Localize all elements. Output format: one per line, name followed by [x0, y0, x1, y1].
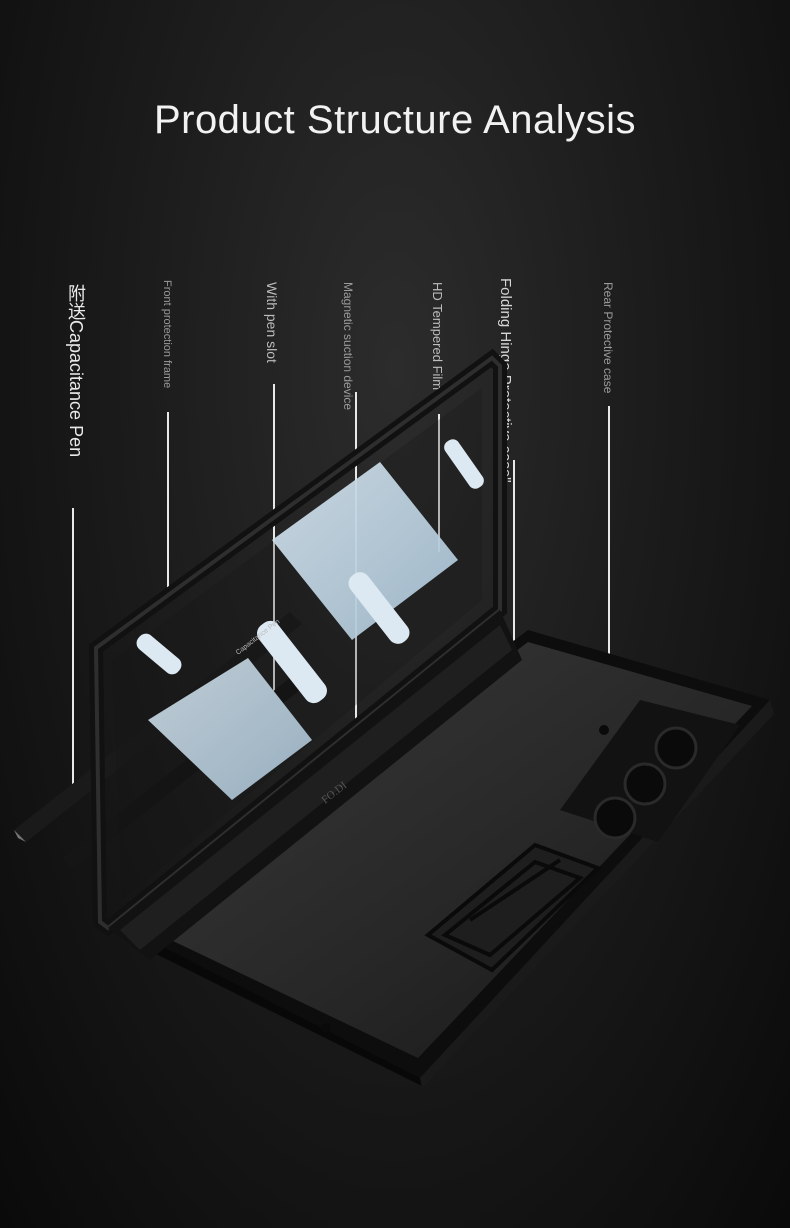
label-hd-tempered-film: HD Tempered Film	[430, 282, 445, 391]
page-title: Product Structure Analysis	[153, 98, 637, 142]
folding-hinge	[108, 610, 522, 960]
label-magnetic-suction-device: Magnetic suction device	[341, 282, 355, 411]
kickstand	[424, 842, 602, 973]
hd-tempered-film	[148, 462, 458, 800]
pen-slot-highlight	[136, 439, 484, 704]
leader-line-hd-film	[438, 414, 440, 552]
camera-cutout	[560, 700, 740, 842]
label-capacitance-pen: 附送Capacitance Pen	[66, 284, 86, 458]
label-front-protection-frame: Front protection frame	[161, 280, 173, 389]
leader-line-hinge	[513, 460, 515, 642]
leader-line-rear	[608, 406, 610, 704]
leader-line-front-frame	[167, 412, 169, 600]
label-pen-slot: With pen slot	[264, 282, 280, 363]
leader-line-pen	[72, 508, 74, 786]
label-rear-protective-case: Rear Protective case	[601, 282, 615, 394]
